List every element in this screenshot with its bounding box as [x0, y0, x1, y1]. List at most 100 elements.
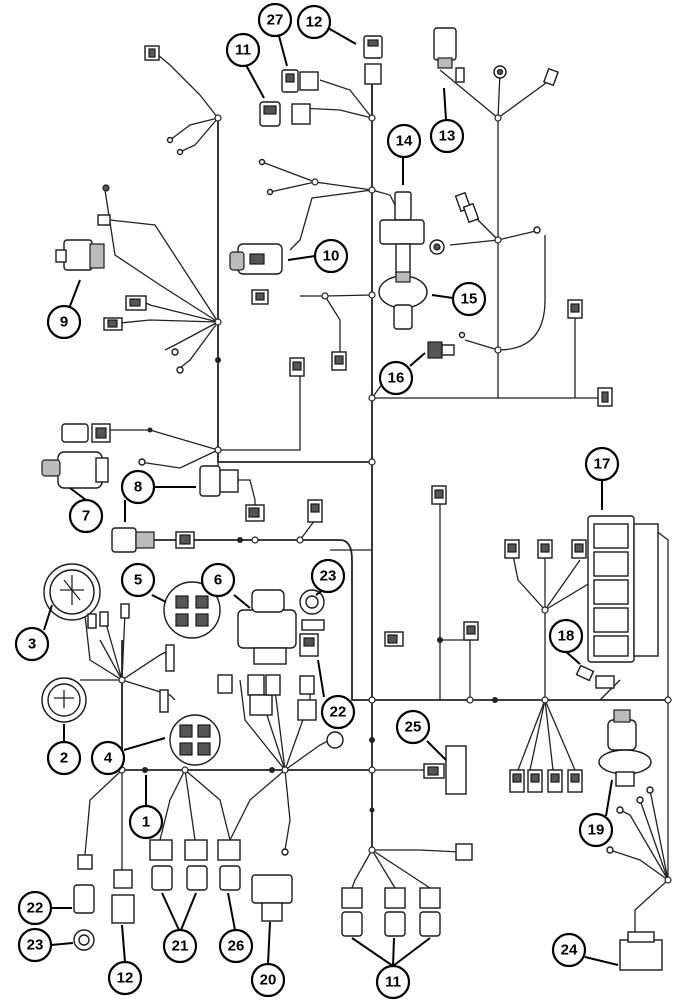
- callout-20: 20: [250, 962, 286, 998]
- callout-3: 3: [14, 626, 50, 662]
- component-10: [229, 243, 283, 275]
- callout-14: 14: [386, 123, 422, 159]
- sender-9: [55, 239, 105, 271]
- callout-25: 25: [395, 709, 431, 745]
- callout-9: 9: [46, 304, 82, 340]
- callout-23-bottom: 23: [17, 927, 53, 963]
- svg-text:9: 9: [60, 314, 68, 331]
- callout-12-top: 12: [296, 4, 332, 40]
- svg-text:22: 22: [27, 900, 44, 917]
- svg-text:12: 12: [306, 14, 323, 31]
- svg-text:3: 3: [28, 636, 36, 653]
- socket-22-mid: [297, 633, 319, 721]
- connector-right-398: [597, 387, 613, 407]
- switches-21-26: [149, 839, 241, 891]
- cap-23-top: [299, 589, 325, 631]
- svg-text:15: 15: [461, 291, 478, 308]
- gauge-3: [43, 563, 130, 629]
- switch-11-top: [259, 101, 311, 127]
- connector-top-left: [144, 45, 160, 61]
- connector-12-top: [363, 35, 383, 85]
- svg-text:26: 26: [228, 938, 245, 955]
- callouts: 27 12 11 13 14 10 9 15 16 7 8 17 5 6 23 …: [14, 2, 620, 1000]
- callout-26: 26: [218, 928, 254, 964]
- svg-text:23: 23: [320, 568, 337, 585]
- connectors-lower-right: [509, 769, 583, 793]
- svg-text:24: 24: [561, 942, 578, 959]
- junction-nodes: [118, 114, 672, 884]
- connector-25: [423, 745, 467, 795]
- callout-24: 24: [551, 932, 587, 968]
- connector-24: [619, 931, 663, 971]
- sensor-16: [427, 331, 466, 359]
- svg-text:22: 22: [330, 704, 347, 721]
- fuse-18: [575, 664, 615, 689]
- terminals-near-3: [159, 644, 175, 713]
- svg-text:23: 23: [27, 937, 44, 954]
- connectors-left-upper: [97, 136, 184, 374]
- svg-text:20: 20: [260, 972, 277, 989]
- callout-7: 7: [68, 498, 104, 534]
- callout-5: 5: [120, 562, 156, 598]
- callout-15: 15: [451, 281, 487, 317]
- gauge-2: [41, 677, 87, 723]
- svg-text:25: 25: [405, 719, 422, 736]
- svg-text:18: 18: [558, 628, 575, 645]
- svg-text:2: 2: [60, 750, 68, 767]
- callout-19: 19: [578, 812, 614, 848]
- callout-2: 2: [46, 740, 82, 776]
- gauge-4: [169, 714, 221, 766]
- callout-11-top: 11: [225, 32, 261, 68]
- svg-text:13: 13: [439, 128, 456, 145]
- callout-1: 1: [128, 804, 164, 840]
- svg-text:11: 11: [385, 974, 401, 991]
- connectors-near-10: [251, 158, 347, 377]
- svg-text:19: 19: [588, 822, 605, 839]
- callout-11-bottom: 11: [375, 964, 411, 1000]
- gauge-5: [163, 581, 221, 639]
- callout-17: 17: [584, 446, 620, 482]
- callout-16: 16: [378, 360, 414, 396]
- callout-leaders: [43, 27, 619, 967]
- callout-6: 6: [200, 562, 236, 598]
- callout-23-top: 23: [310, 558, 346, 594]
- connectors-right-upper: [429, 191, 583, 319]
- svg-text:6: 6: [214, 572, 222, 589]
- valve-14: [379, 191, 425, 275]
- sender-15: [378, 271, 428, 330]
- callout-18: 18: [548, 618, 584, 654]
- callout-4: 4: [90, 740, 126, 776]
- svg-text:21: 21: [172, 938, 189, 955]
- svg-text:7: 7: [82, 508, 90, 525]
- connector-8: [111, 465, 323, 553]
- callout-12-bottom: 12: [107, 960, 143, 996]
- svg-text:17: 17: [594, 456, 611, 473]
- svg-text:5: 5: [134, 572, 142, 589]
- svg-text:10: 10: [323, 248, 340, 265]
- svg-text:1: 1: [142, 814, 150, 831]
- callout-13: 13: [429, 118, 465, 154]
- callout-27: 27: [257, 2, 293, 38]
- components: [41, 27, 663, 971]
- connectors-center: [217, 674, 344, 749]
- svg-text:12: 12: [117, 970, 134, 987]
- svg-text:4: 4: [104, 750, 113, 767]
- sensor-13: [433, 27, 559, 87]
- callout-10: 10: [313, 238, 349, 274]
- callout-22-bottom: 22: [17, 890, 53, 926]
- switch-20: [251, 848, 293, 922]
- ignition-switch-6: [237, 589, 297, 665]
- solenoid-7: [41, 423, 146, 489]
- switches-11-bottom: [341, 843, 473, 937]
- svg-text:14: 14: [396, 133, 413, 150]
- bottom-left-parts: [73, 854, 135, 951]
- relay-block-17: [384, 485, 659, 663]
- callout-22-mid: 22: [320, 694, 356, 730]
- callout-21: 21: [162, 928, 198, 964]
- svg-text:11: 11: [235, 42, 251, 59]
- relay-27: [281, 69, 319, 93]
- svg-text:8: 8: [134, 479, 142, 496]
- switch-19: [598, 709, 654, 854]
- svg-text:16: 16: [388, 370, 405, 387]
